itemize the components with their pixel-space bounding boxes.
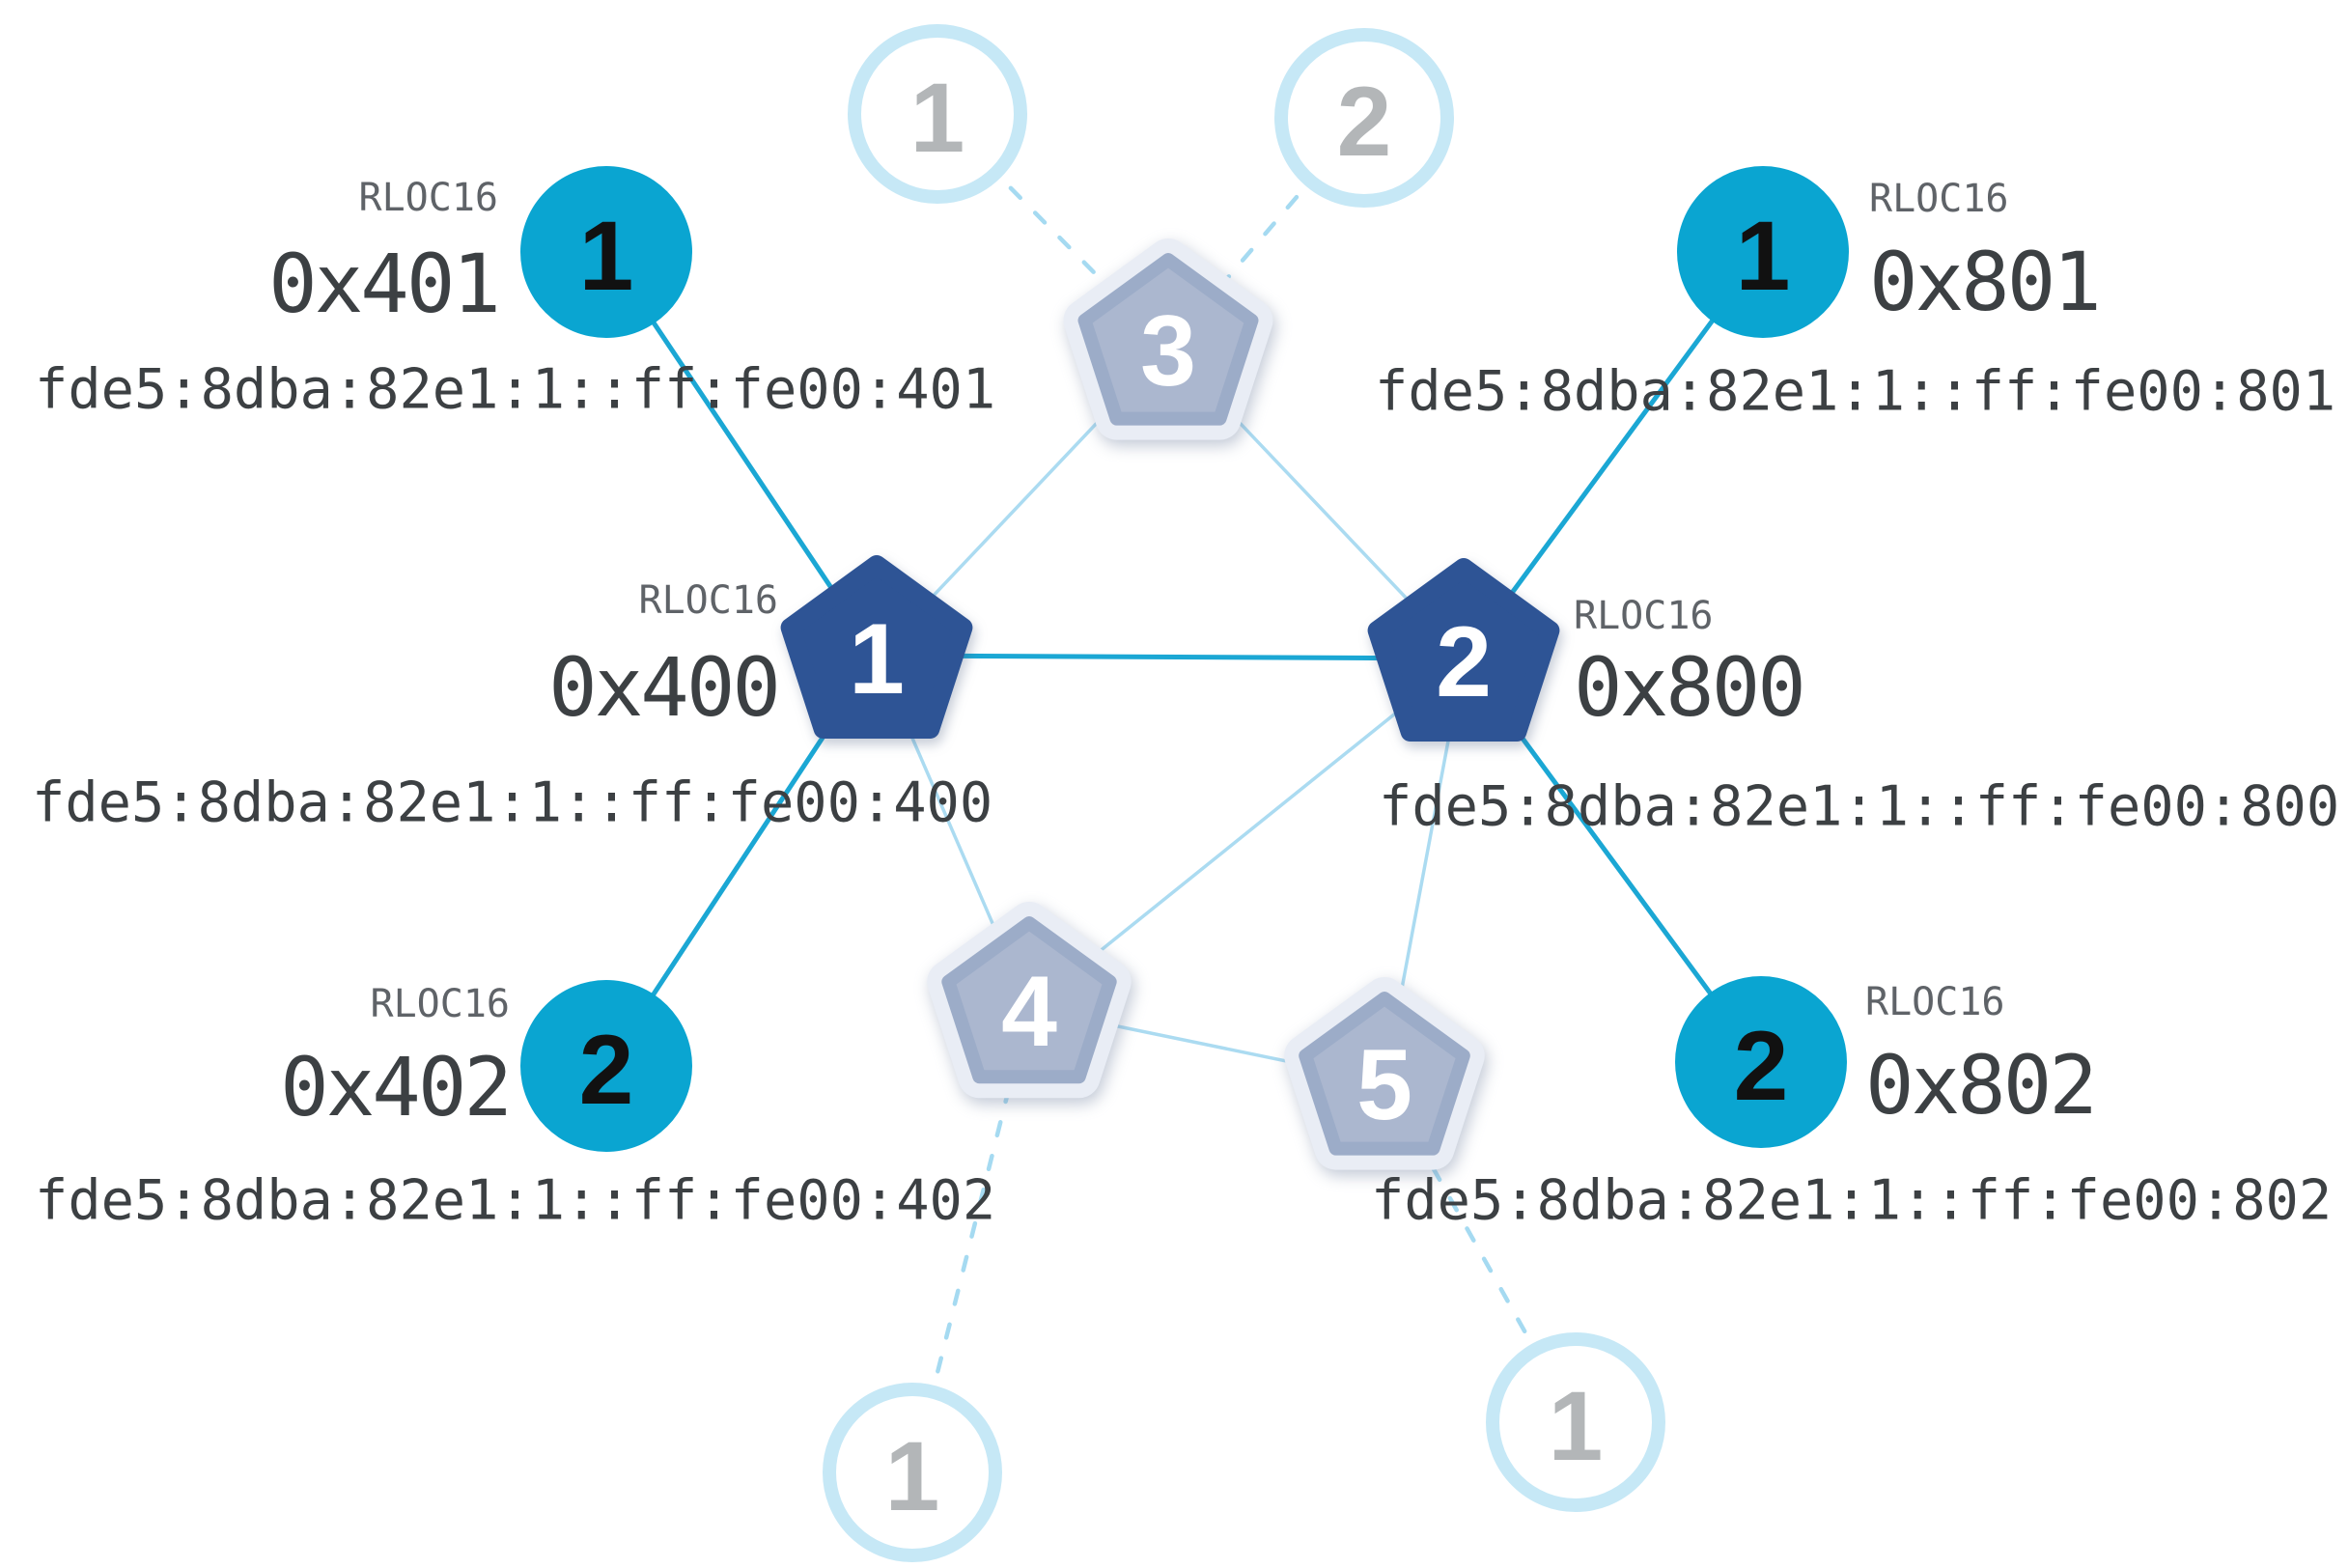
router-5-pentagon: [1299, 992, 1470, 1156]
ed-bottom-right: 1: [1486, 1332, 1665, 1512]
child-402-rloc16-value: 0x402: [280, 1040, 513, 1134]
ed-top-1-number: 1: [910, 63, 965, 173]
child-802-number: 2: [1734, 1011, 1789, 1121]
router-2: 2: [1367, 558, 1560, 742]
router-1-ipv6-address: fde5:8dba:82e1:1::ff:fe00:400: [32, 770, 993, 835]
child-401-circle: [520, 166, 692, 338]
router-4-number: 4: [1001, 956, 1057, 1068]
child-401-ipv6-address: fde5:8dba:82e1:1::ff:fe00:401: [35, 357, 996, 422]
child-401-rloc16-value: 0x401: [268, 237, 501, 331]
child-401-number: 1: [579, 201, 634, 311]
router-1-pentagon: [780, 555, 973, 739]
child-402-ipv6-address: fde5:8dba:82e1:1::ff:fe00:402: [35, 1168, 996, 1233]
router-1-number: 1: [849, 603, 905, 715]
router-5: 5: [1284, 977, 1485, 1170]
ed-bottom-left: 1: [823, 1383, 1002, 1562]
router-4: 4: [927, 902, 1132, 1099]
child-401-rloc16-caption: RLOC16: [358, 176, 499, 220]
router-2-pentagon: [1367, 558, 1560, 742]
child-801: 1: [1677, 166, 1849, 338]
link-router-1-router-2: [876, 653, 1465, 661]
child-802-circle: [1675, 976, 1847, 1148]
ed-bottom-left-number: 1: [885, 1421, 940, 1531]
child-402-number: 2: [579, 1015, 634, 1125]
router-1-rloc16-value: 0x400: [548, 640, 781, 735]
child-801-rloc16-caption: RLOC16: [1869, 177, 2009, 221]
router-3-pentagon: [1077, 253, 1259, 426]
child-402-rloc16-caption: RLOC16: [370, 982, 511, 1026]
router-3: 3: [1063, 238, 1273, 440]
router-2-ipv6-address: fde5:8dba:82e1:1::ff:fe00:800: [1379, 774, 2340, 839]
ed-bottom-left-circle: [823, 1383, 1002, 1562]
ed-top-1: 1: [848, 24, 1027, 204]
router-4-pentagon: [941, 916, 1117, 1084]
router-1: 1: [780, 555, 973, 739]
child-401: 1: [520, 166, 692, 338]
ed-top-2-number: 2: [1337, 67, 1392, 177]
ed-bottom-right-circle: [1486, 1332, 1665, 1512]
child-801-circle: [1677, 166, 1849, 338]
router-1-rloc16-caption: RLOC16: [638, 578, 779, 623]
child-802-rloc16-value: 0x802: [1865, 1038, 2098, 1133]
child-802: 2: [1675, 976, 1847, 1148]
child-402-circle: [520, 980, 692, 1152]
router-5-number: 5: [1356, 1029, 1412, 1141]
ed-top-1-circle: [848, 24, 1027, 204]
child-801-rloc16-value: 0x801: [1869, 235, 2102, 329]
child-801-number: 1: [1736, 201, 1791, 311]
ed-top-2: 2: [1274, 28, 1454, 208]
ed-top-2-circle: [1274, 28, 1454, 208]
router-2-rloc16-value: 0x800: [1574, 640, 1806, 735]
child-802-ipv6-address: fde5:8dba:82e1:1::ff:fe00:802: [1371, 1168, 2333, 1233]
child-802-rloc16-caption: RLOC16: [1865, 980, 2005, 1024]
node-layer: 1 2 1 1 3 4 5 1 2 1 1 2 2: [520, 24, 1849, 1562]
child-801-ipv6-address: fde5:8dba:82e1:1::ff:fe00:801: [1375, 359, 2336, 424]
router-3-number: 3: [1140, 295, 1196, 407]
child-402: 2: [520, 980, 692, 1152]
ed-bottom-right-number: 1: [1549, 1371, 1604, 1481]
router-2-rloc16-caption: RLOC16: [1574, 594, 1714, 638]
router-2-number: 2: [1436, 606, 1492, 718]
